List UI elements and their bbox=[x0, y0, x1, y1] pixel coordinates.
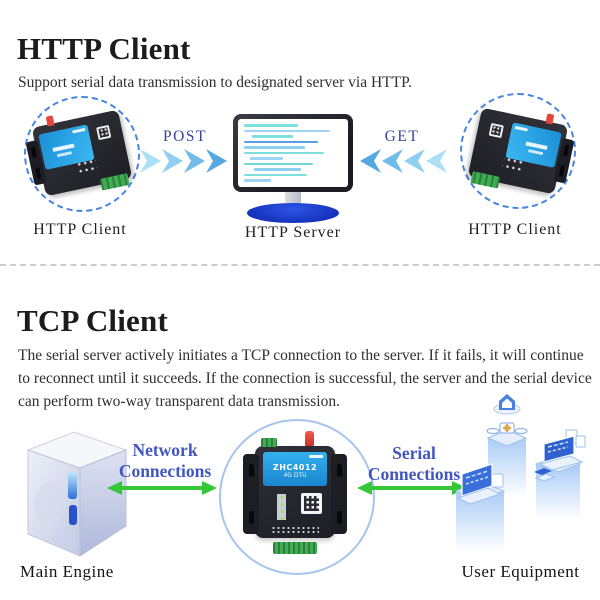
user-equipment-illustration bbox=[454, 394, 586, 558]
network-label-line1: Network bbox=[132, 440, 198, 460]
qr-code bbox=[96, 124, 112, 141]
monitor-base bbox=[247, 203, 339, 223]
dashed-circle-right bbox=[460, 93, 576, 209]
network-connections-label: Network Connections bbox=[103, 440, 227, 482]
caption-main-engine: Main Engine bbox=[20, 562, 114, 581]
terminal-block-top bbox=[261, 438, 277, 447]
device-circle bbox=[219, 419, 375, 575]
device-model-text: ZHC4012 bbox=[272, 463, 318, 472]
section-divider bbox=[0, 264, 600, 266]
device-mounting-ear-left bbox=[243, 454, 259, 534]
network-double-arrow-icon bbox=[107, 481, 217, 495]
serial-ports bbox=[271, 526, 319, 534]
main-engine-illustration bbox=[26, 431, 128, 557]
serial-device-illustration-left bbox=[25, 109, 133, 197]
device-label-panel: ZHC4012 4G DTU bbox=[263, 452, 327, 486]
get-label: GET bbox=[384, 128, 420, 145]
tcp-section-title: TCP Client bbox=[17, 302, 168, 338]
led-indicators bbox=[269, 494, 295, 520]
brand-mark bbox=[309, 455, 323, 458]
http-section-description: Support serial data transmission to desi… bbox=[18, 73, 412, 91]
serial-connections-label: Serial Connections bbox=[358, 443, 470, 485]
monitor-screen bbox=[238, 119, 348, 187]
http-section-title: HTTP Client bbox=[17, 30, 191, 66]
caption-http-client-left: HTTP Client bbox=[33, 221, 127, 238]
qr-code bbox=[488, 122, 504, 139]
post-arrows-icon bbox=[140, 149, 227, 173]
serial-label-line2: Connections bbox=[367, 464, 461, 484]
caption-user-equipment: User Equipment bbox=[461, 562, 580, 581]
tcp-section-description: The serial server actively initiates a T… bbox=[18, 346, 592, 410]
monitor-stand bbox=[285, 192, 301, 205]
terminal-block-bottom bbox=[273, 542, 317, 554]
http-server-monitor-illustration bbox=[233, 114, 353, 223]
monitor-frame bbox=[233, 114, 353, 192]
device-mounting-ear-right bbox=[331, 454, 347, 534]
caption-http-server: HTTP Server bbox=[244, 224, 342, 241]
caption-http-client-right: HTTP Client bbox=[468, 221, 562, 238]
dashed-circle-left bbox=[24, 96, 140, 212]
serial-label-line1: Serial bbox=[392, 443, 436, 463]
qr-code bbox=[301, 493, 322, 514]
network-label-line2: Connections bbox=[118, 461, 212, 481]
serial-double-arrow-icon bbox=[357, 481, 467, 495]
post-label: POST bbox=[163, 128, 207, 145]
zhc4012-device-illustration: ZHC4012 4G DTU bbox=[243, 431, 347, 554]
device-band-text: 4G DTU bbox=[283, 472, 307, 479]
get-arrows-icon bbox=[360, 149, 447, 173]
antenna bbox=[305, 431, 314, 446]
